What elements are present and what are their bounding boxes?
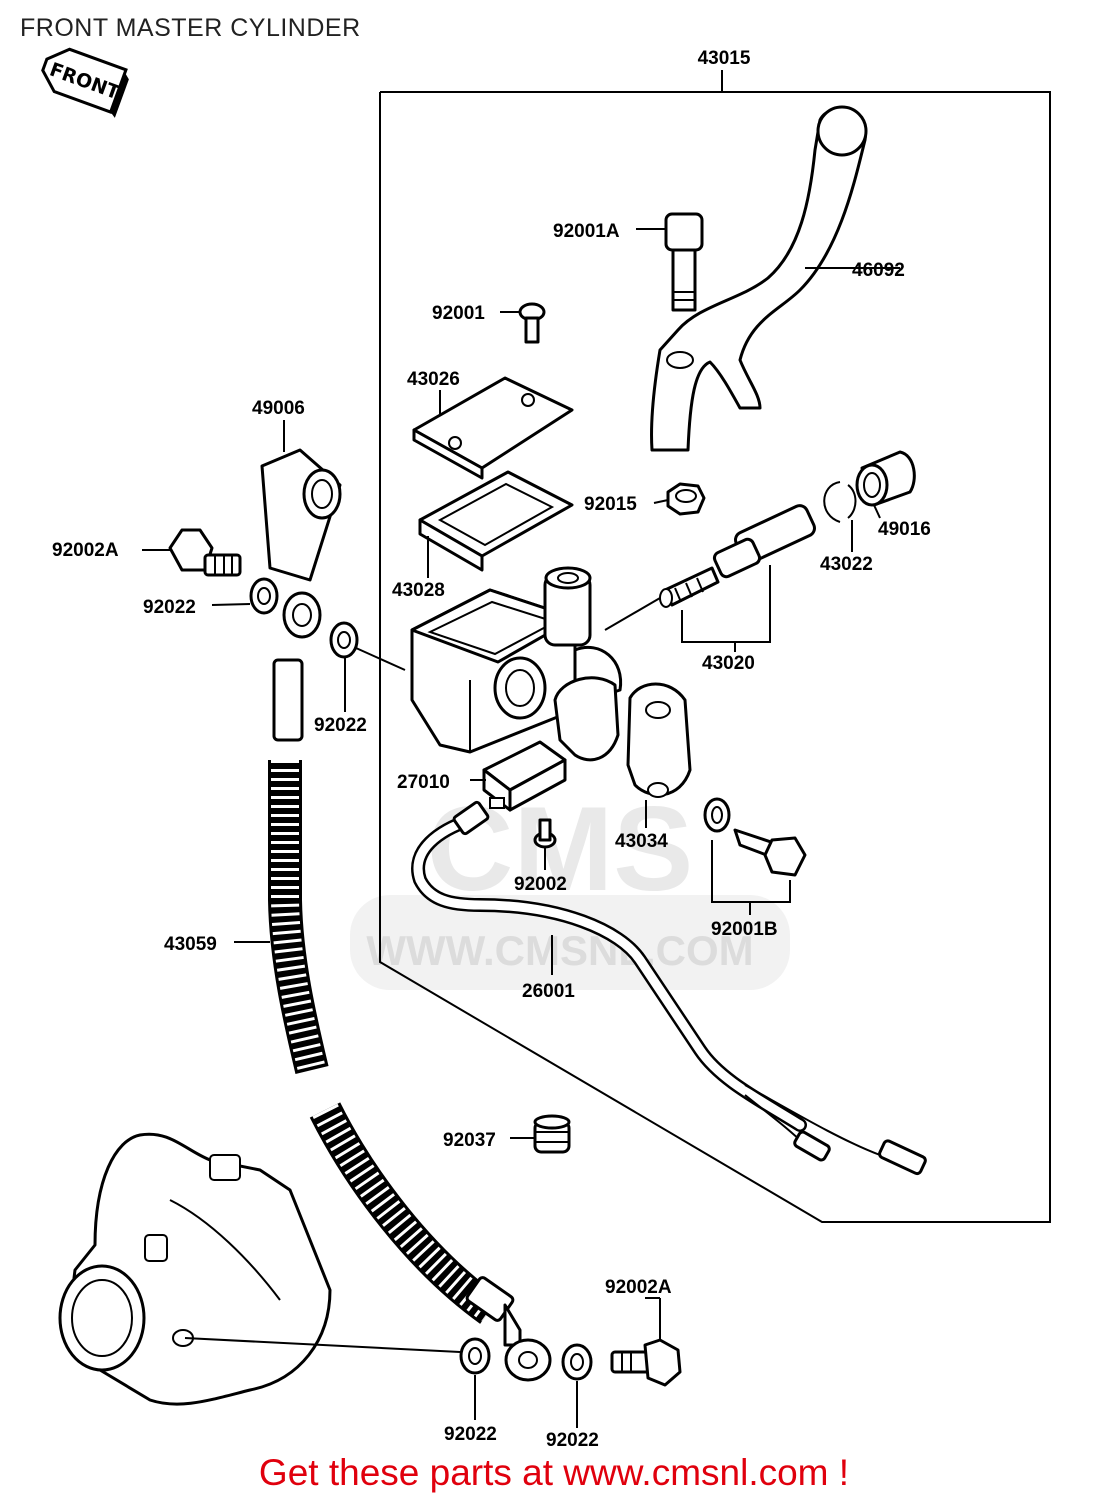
grommet xyxy=(533,1114,571,1154)
label-27010: 27010 xyxy=(397,772,450,793)
part-labels: 43015 92001A 46092 92001 43026 49006 920… xyxy=(52,48,931,1451)
label-43020: 43020 xyxy=(702,653,755,674)
brake-light-switch xyxy=(482,740,567,812)
label-92002A-bottom: 92002A xyxy=(605,1277,672,1298)
watermark: CMS WWW.CMSNL.COM xyxy=(350,782,790,990)
banjo-bolt-bottom xyxy=(610,1338,682,1387)
label-92022-bottom-right: 92022 xyxy=(546,1430,599,1451)
label-43015: 43015 xyxy=(698,48,751,69)
handlebar-clamp xyxy=(553,676,692,798)
assembly-outline xyxy=(379,70,1051,1223)
circlip xyxy=(823,481,857,523)
watermark-url: WWW.CMSNL.COM xyxy=(366,927,753,974)
diaphragm xyxy=(418,470,574,572)
piston-assembly xyxy=(659,504,816,652)
leader-lines xyxy=(142,228,900,1428)
label-49006: 49006 xyxy=(252,398,305,419)
brake-lever xyxy=(650,105,868,452)
brake-hose xyxy=(268,591,552,1382)
switch-wire xyxy=(411,800,927,1176)
label-92022-mid: 92022 xyxy=(314,715,367,736)
label-92037: 92037 xyxy=(443,1130,496,1151)
label-49016: 49016 xyxy=(878,519,931,540)
banjo-bolt-top xyxy=(168,528,242,577)
footer-link-text[interactable]: Get these parts at www.cmsnl.com ! xyxy=(258,1452,850,1493)
label-92001B: 92001B xyxy=(711,919,778,940)
front-arrow: FRONT xyxy=(41,47,129,118)
label-92022-bottom-left: 92022 xyxy=(444,1424,497,1445)
master-cylinder-body xyxy=(410,566,623,754)
washer-top-mid xyxy=(329,621,359,659)
switch-screw xyxy=(533,818,557,849)
washer-top-left xyxy=(249,577,279,615)
label-43026: 43026 xyxy=(407,369,460,390)
label-92002A-top: 92002A xyxy=(52,540,119,561)
reservoir-tube xyxy=(260,448,342,582)
brake-caliper xyxy=(58,1132,332,1406)
label-92001A: 92001A xyxy=(553,221,620,242)
washer-bottom-right xyxy=(561,1343,593,1381)
label-46092: 46092 xyxy=(852,260,905,281)
label-43059: 43059 xyxy=(164,934,217,955)
pivot-bolt xyxy=(664,212,704,312)
label-43022: 43022 xyxy=(820,554,873,575)
nut xyxy=(666,482,706,516)
label-92022-left: 92022 xyxy=(143,597,196,618)
label-92001: 92001 xyxy=(432,303,485,324)
label-43028: 43028 xyxy=(392,580,445,601)
cover-screw xyxy=(518,302,546,344)
label-26001: 26001 xyxy=(522,981,575,1002)
clamp-bolt xyxy=(703,797,807,915)
label-92002: 92002 xyxy=(514,874,567,895)
reservoir-cover xyxy=(412,376,574,480)
dust-boot xyxy=(855,450,916,507)
washer-bottom-left xyxy=(459,1337,491,1375)
page-title: FRONT MASTER CYLINDER xyxy=(20,14,361,42)
label-92015: 92015 xyxy=(584,494,637,515)
label-43034: 43034 xyxy=(615,831,668,852)
